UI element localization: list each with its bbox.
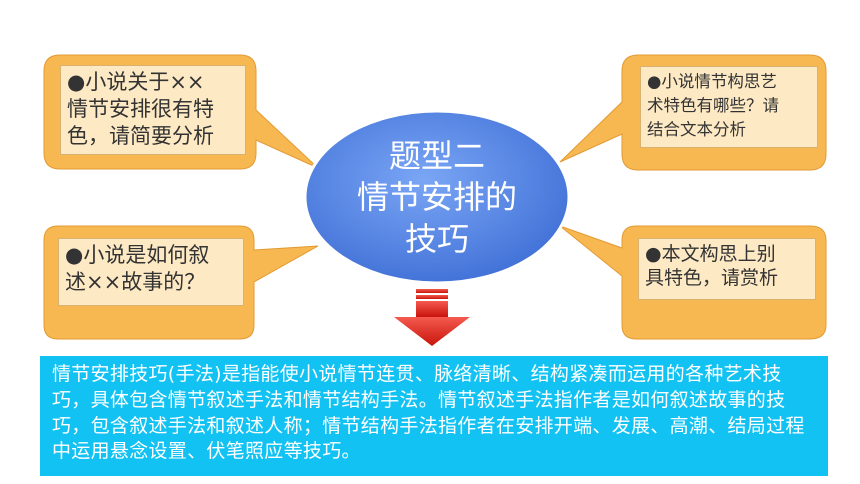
down-arrow-icon <box>394 289 470 346</box>
center-ellipse <box>303 109 571 285</box>
callout-bottom-right-text: ●本文构思上别 具特色，请赏析 <box>638 238 816 300</box>
description-box: 情节安排技巧(手法)是指能使小说情节连贯、脉络清晰、结构紧凑而运用的各种艺术技巧… <box>40 356 828 476</box>
callout-bottom-left-text: ●小说是如何叙 述××故事的？ <box>58 238 244 306</box>
center-title: 题型二 情节安排的 技巧 <box>356 136 517 258</box>
callout-top-right-text: ●小说情节构思艺 术特色有哪些？请 结合文本分析 <box>640 66 818 148</box>
callout-top-left-text: ●小说关于×× 情节安排很有特 色，请简要分析 <box>60 65 246 155</box>
